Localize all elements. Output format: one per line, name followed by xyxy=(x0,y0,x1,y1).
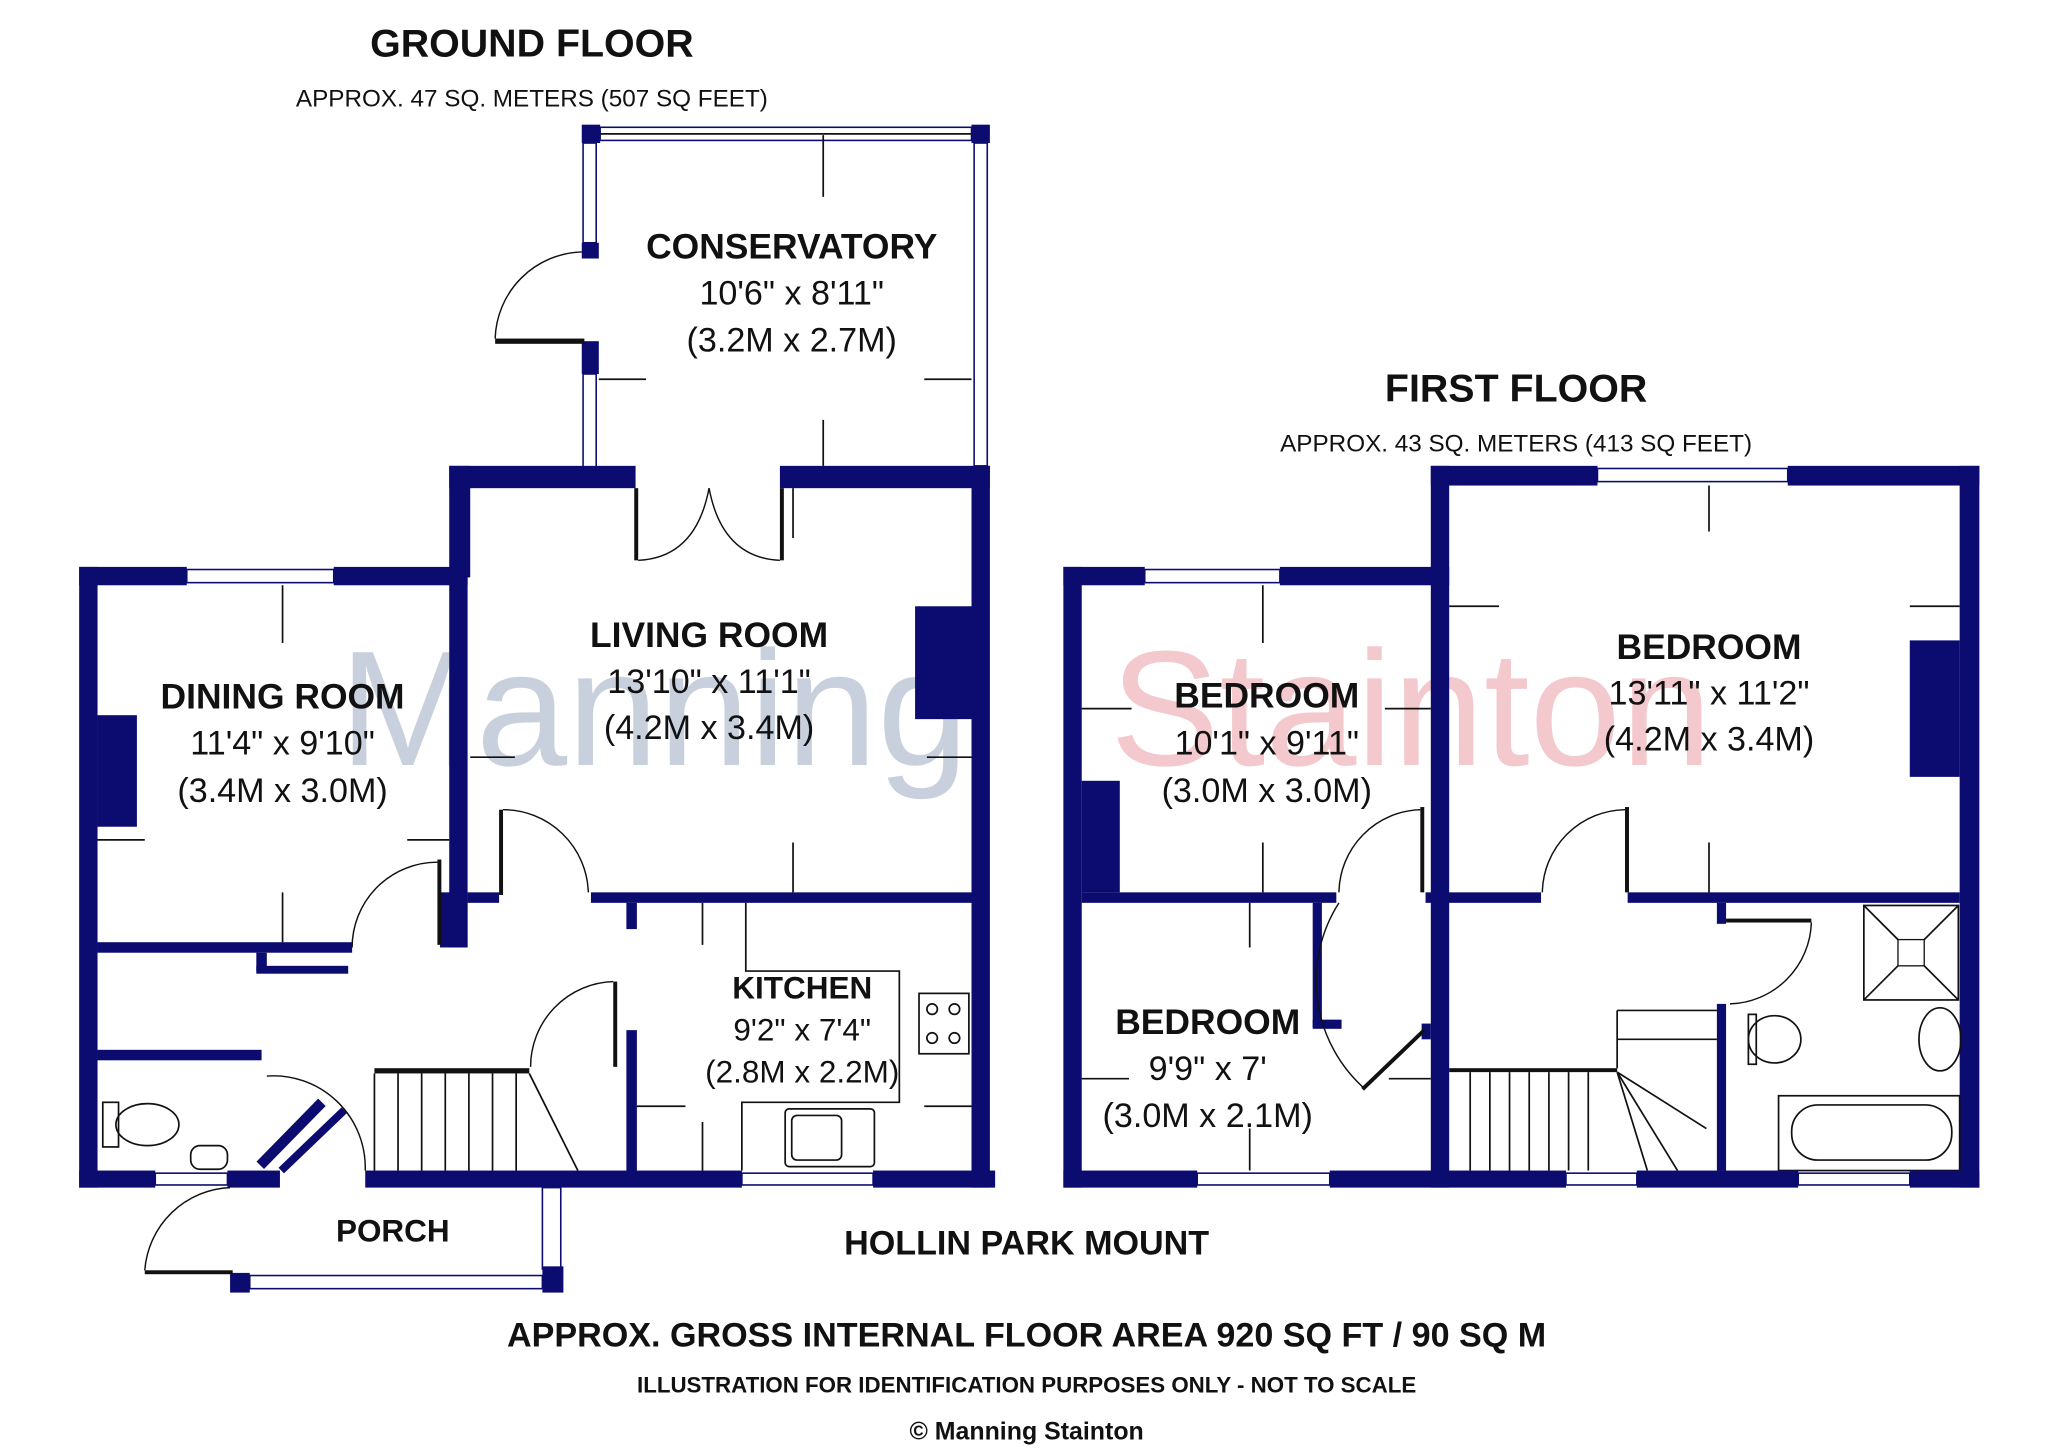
room-dimensions-imperial: 13'11" x 11'2" xyxy=(1609,675,1810,713)
room-name: CONSERVATORY xyxy=(646,227,938,267)
room-name: KITCHEN xyxy=(732,970,872,1006)
room-name: LIVING ROOM xyxy=(590,615,828,655)
first-floor-title: FIRST FLOOR xyxy=(1385,367,1647,411)
room-name: BEDROOM xyxy=(1617,627,1802,667)
gross-area: APPROX. GROSS INTERNAL FLOOR AREA 920 SQ… xyxy=(507,1316,1546,1354)
room-dimensions-metric: (2.8M x 2.2M) xyxy=(705,1054,899,1090)
first-floor-walls xyxy=(1063,465,1980,1188)
room-dimensions-imperial: 13'10" x 11'1" xyxy=(607,663,811,701)
room-dimensions-metric: (4.2M x 3.4M) xyxy=(1604,721,1814,759)
room-dimensions-imperial: 9'2" x 7'4" xyxy=(733,1012,871,1048)
room-bedroom-2: BEDROOM 10'1" x 9'11" (3.0M x 3.0M) xyxy=(1162,675,1372,809)
watermark-logo xyxy=(0,564,2048,827)
first-floor-area: APPROX. 43 SQ. METERS (413 SQ FEET) xyxy=(1280,430,1752,457)
room-name: BEDROOM xyxy=(1174,675,1359,715)
room-dimensions-metric: (3.4M x 3.0M) xyxy=(177,772,387,810)
street-name: HOLLIN PARK MOUNT xyxy=(844,1225,1209,1263)
room-name: DINING ROOM xyxy=(161,677,405,717)
room-bedroom-3: BEDROOM 9'9" x 7' (3.0M x 2.1M) xyxy=(1103,1002,1313,1135)
room-porch: PORCH xyxy=(336,1212,450,1248)
room-dimensions-metric: (3.0M x 2.1M) xyxy=(1103,1097,1313,1135)
room-dimensions-metric: (3.0M x 3.0M) xyxy=(1162,772,1372,810)
room-dimensions-imperial: 10'1" x 9'11" xyxy=(1174,725,1359,763)
copyright: © Manning Stainton xyxy=(909,1418,1143,1446)
room-dining-room: DINING ROOM 11'4" x 9'10" (3.4M x 3.0M) xyxy=(161,677,405,810)
room-dimensions-metric: (4.2M x 3.4M) xyxy=(604,709,814,747)
disclaimer: ILLUSTRATION FOR IDENTIFICATION PURPOSES… xyxy=(637,1372,1416,1397)
room-bedroom-1: BEDROOM 13'11" x 11'2" (4.2M x 3.4M) xyxy=(1604,627,1814,759)
room-dimensions-metric: (3.2M x 2.7M) xyxy=(687,322,897,360)
room-kitchen: KITCHEN 9'2" x 7'4" (2.8M x 2.2M) xyxy=(705,970,899,1090)
room-dimensions-imperial: 11'4" x 9'10" xyxy=(190,725,375,763)
room-dimensions-imperial: 9'9" x 7' xyxy=(1149,1050,1267,1088)
ground-floor-area: APPROX. 47 SQ. METERS (507 SQ FEET) xyxy=(296,85,768,112)
ground-floor-title: GROUND FLOOR xyxy=(370,21,694,65)
room-conservatory: CONSERVATORY 10'6" x 8'11" (3.2M x 2.7M) xyxy=(646,227,938,360)
ground-floor-walls xyxy=(79,124,996,1293)
room-name: BEDROOM xyxy=(1115,1002,1300,1042)
room-living-room: LIVING ROOM 13'10" x 11'1" (4.2M x 3.4M) xyxy=(590,615,828,747)
room-dimensions-imperial: 10'6" x 8'11" xyxy=(699,274,884,312)
